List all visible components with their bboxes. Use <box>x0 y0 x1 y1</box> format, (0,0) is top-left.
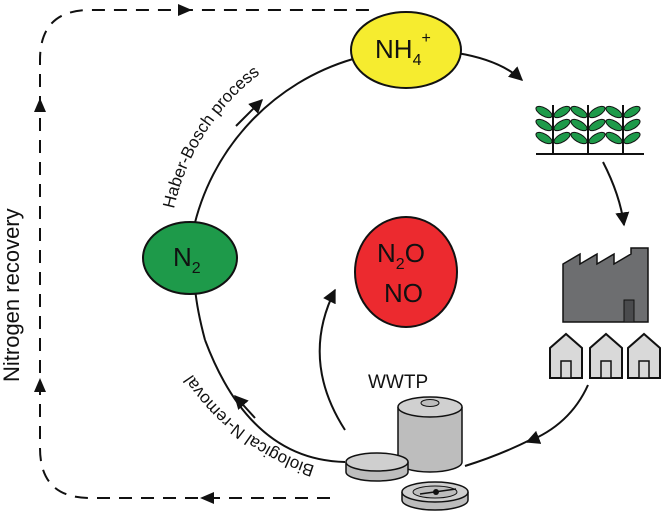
houses-icon <box>549 332 661 379</box>
wwtp-label: WWTP <box>368 372 428 393</box>
wastewater-tank-icon <box>345 396 469 511</box>
arrow-right-icon <box>178 4 192 16</box>
arrow-wwtp-to-n2 <box>204 339 346 463</box>
biological-removal-label: Biological N-removal <box>180 372 316 480</box>
no-label: NO <box>384 278 423 308</box>
ammonium-node: NH4+ <box>350 11 462 89</box>
nitrogen-recovery-loop <box>39 9 372 499</box>
arrow-left-icon <box>200 492 214 504</box>
plant-icon <box>535 105 571 154</box>
arrow-crops-to-factory <box>602 161 630 227</box>
house-icon <box>627 333 661 379</box>
plant-icon <box>603 103 643 155</box>
house-icon <box>589 333 623 379</box>
recovery-arrowheads <box>34 4 214 504</box>
arrow-wwtp-to-n2-head <box>234 394 256 419</box>
factory-icon <box>562 247 649 323</box>
cycle-arrows <box>192 52 630 467</box>
arrow-n2-bottom <box>194 287 206 341</box>
nitrogen-gas-node: N2 <box>142 221 238 295</box>
crop-icon <box>535 103 644 155</box>
arrow-wwtp-to-n2o <box>318 288 346 431</box>
arrow-nh4-to-crops <box>456 52 524 81</box>
arrow-n2-to-nh4-head <box>235 99 263 127</box>
arrow-up-icon <box>34 98 46 112</box>
arrow-n2-to-nh4 <box>192 58 354 232</box>
arrow-up-icon <box>34 378 46 392</box>
house-icon <box>549 332 583 379</box>
nitrous-oxide-node: N2O NO <box>354 216 458 328</box>
n2o-label: N2O <box>377 238 425 273</box>
haber-bosch-label: Haber-Bosch process <box>159 62 262 210</box>
plant-icon <box>568 103 608 155</box>
nitrogen-gas-label: N2 <box>173 242 201 277</box>
ammonium-label: NH4+ <box>375 30 431 69</box>
arrow-wwtp-to-city-return <box>464 439 531 467</box>
arrow-city-to-wwtp <box>525 384 589 444</box>
nitrogen-recovery-label: Nitrogen recovery <box>0 208 24 382</box>
